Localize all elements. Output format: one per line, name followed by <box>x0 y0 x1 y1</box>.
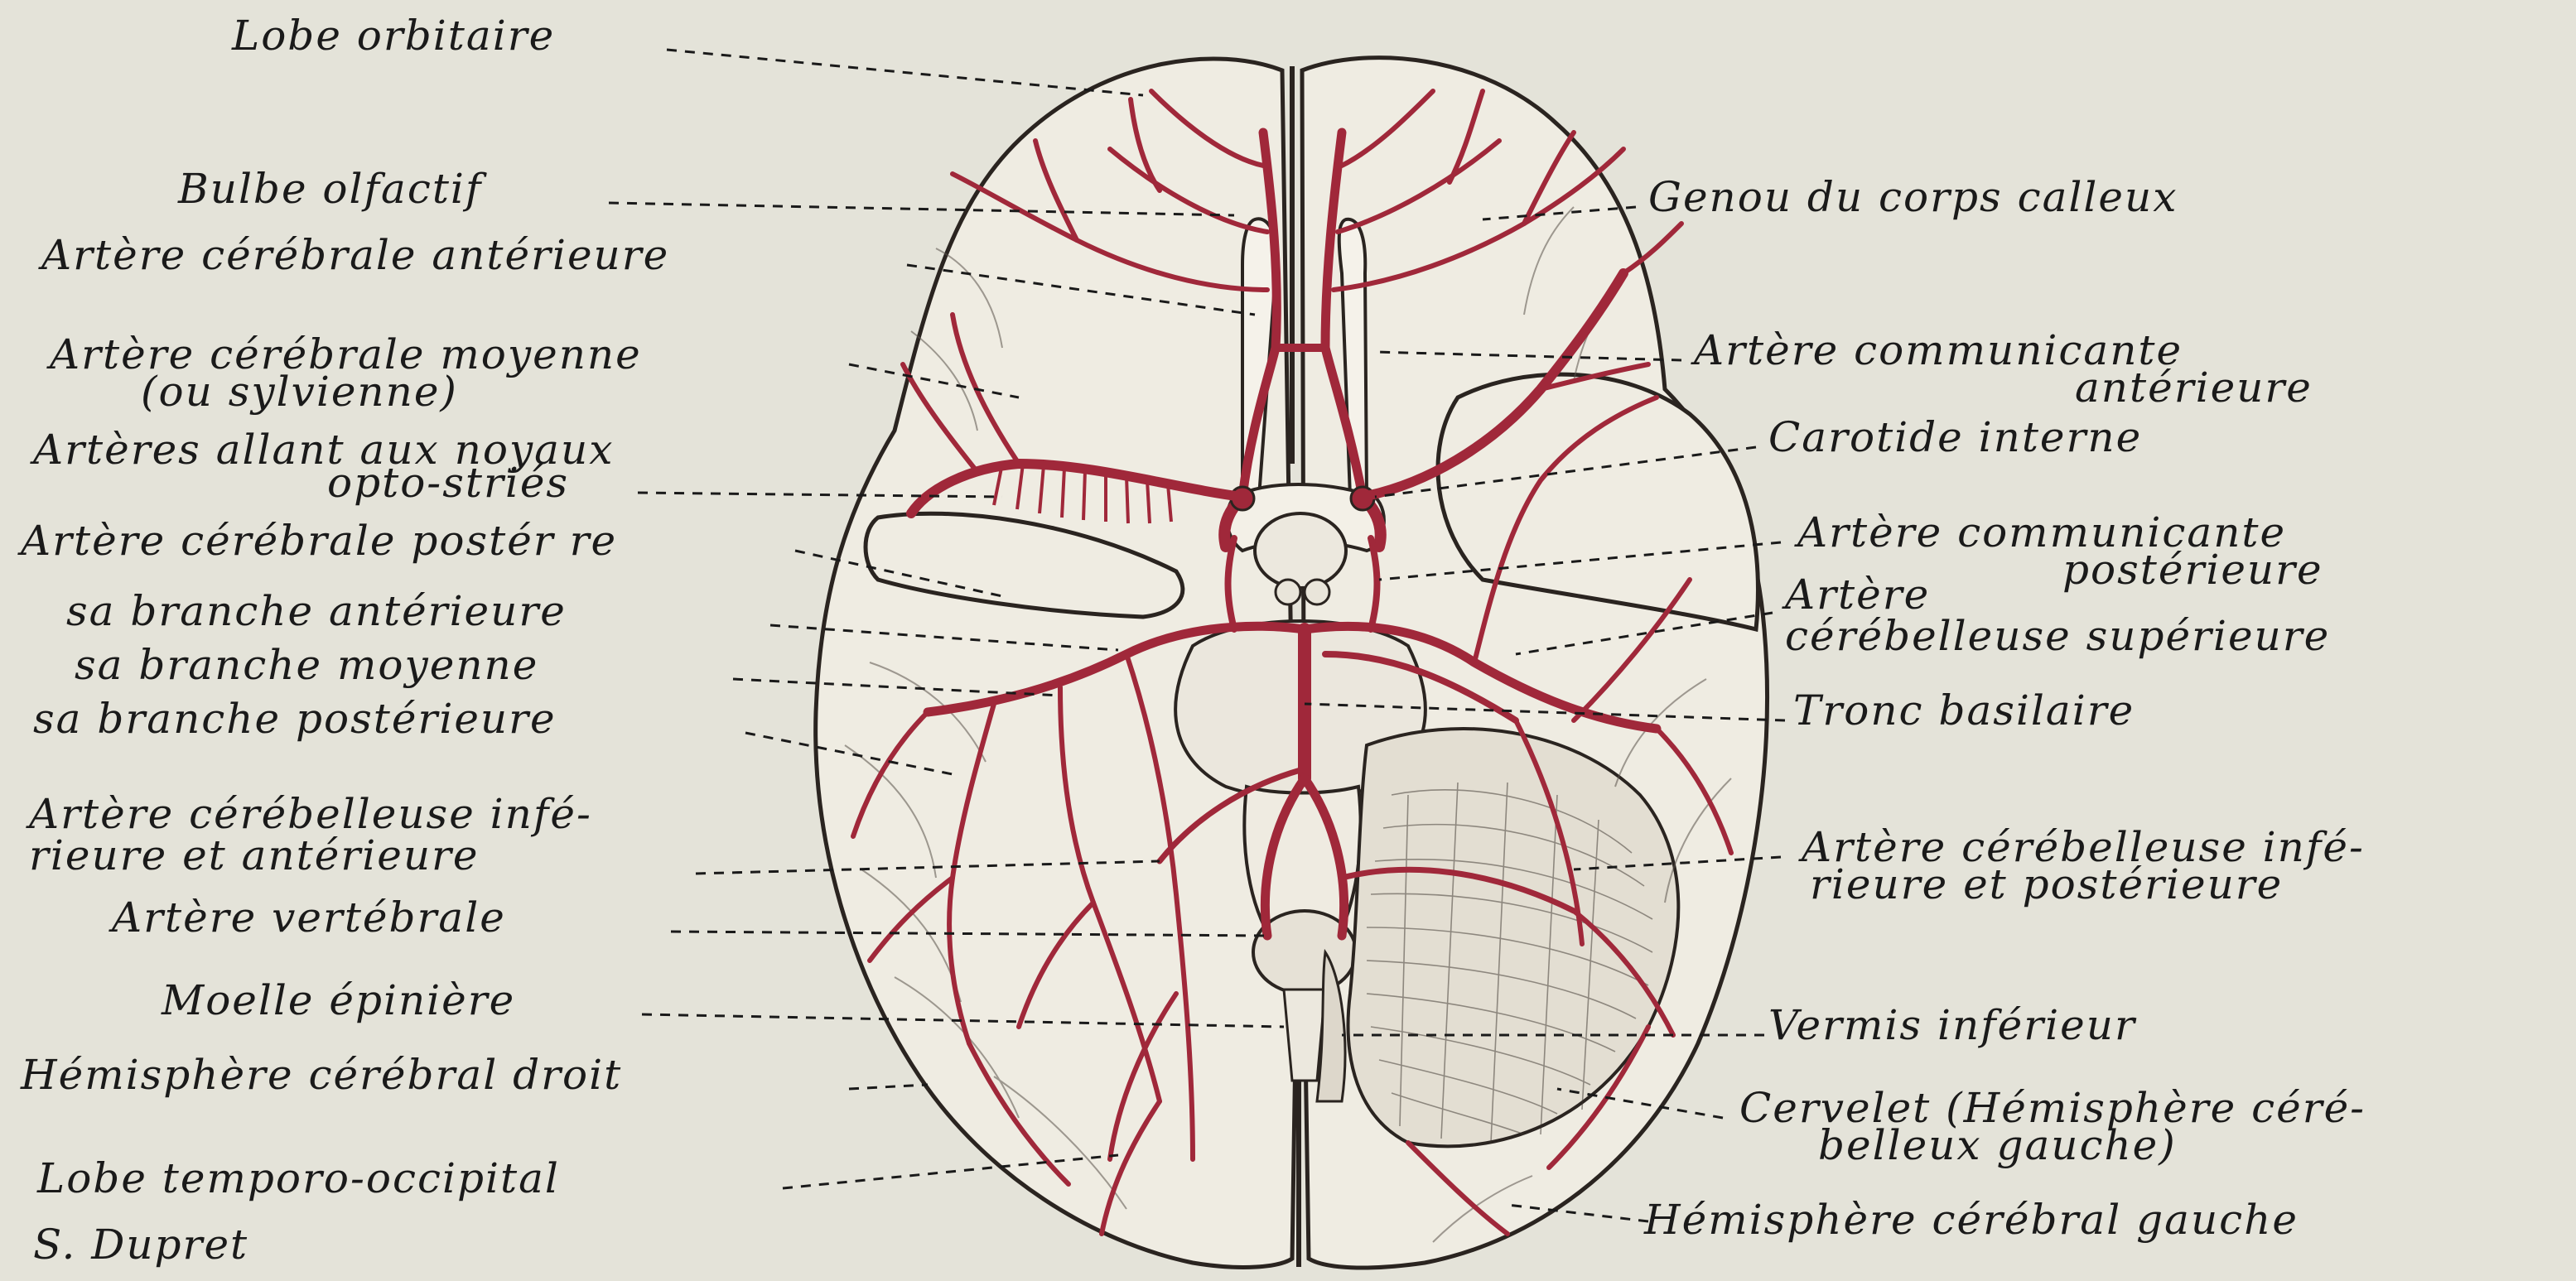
label-arteres-opto-stries-2: opto-striés <box>327 459 569 507</box>
label-genou-corps-calleux: Genou du corps calleux <box>1648 173 2178 221</box>
label-cerebelleuse-sup-2: cérébelleuse supérieure <box>1785 612 2330 660</box>
label-moelle-epiniere: Moelle épinière <box>161 976 515 1024</box>
label-bulbe-olfactif: Bulbe olfactif <box>177 165 487 213</box>
mammillary-body-2 <box>1305 580 1329 604</box>
label-branche-moyenne: sa branche moyenne <box>75 641 538 689</box>
label-cerebelleuse-inf-ant-2: rieure et antérieure <box>29 831 480 879</box>
label-hemisphere-gauche: Hémisphère cérébral gauche <box>1643 1196 2299 1244</box>
label-cerebelleuse-inf-post-2: rieure et postérieure <box>1810 860 2283 908</box>
label-carotide-interne: Carotide interne <box>1768 413 2142 461</box>
label-branche-posterieure: sa branche postérieure <box>33 695 557 743</box>
artist-signature: S. Dupret <box>33 1221 248 1269</box>
pituitary-stalk <box>1255 513 1346 588</box>
labels-left: Lobe orbitaire Bulbe olfactif Artère cér… <box>17 12 669 1202</box>
label-hemisphere-droit: Hémisphère cérébral droit <box>20 1051 622 1099</box>
label-sylvienne: (ou sylvienne) <box>141 368 458 416</box>
label-branche-anterieure: sa branche antérieure <box>66 587 567 635</box>
label-lobe-temporo-occipital: Lobe temporo-occipital <box>36 1154 560 1202</box>
label-tronc-basilaire: Tronc basilaire <box>1793 686 2135 734</box>
label-communicante-anterieure-2: antérieure <box>2075 364 2313 412</box>
label-artere-cerebrale-posterieure: Artère cérébrale postér re <box>17 517 617 565</box>
label-artere-cerebrale-anterieure: Artère cérébrale antérieure <box>38 231 669 279</box>
brain-illustration <box>816 58 1768 1268</box>
mammillary-body-1 <box>1276 580 1300 604</box>
label-vermis-inferieur: Vermis inférieur <box>1768 1001 2137 1049</box>
label-cervelet-2: belleux gauche) <box>1818 1121 2177 1169</box>
label-lobe-orbitaire: Lobe orbitaire <box>231 12 555 60</box>
label-communicante-posterieure-2: postérieure <box>2062 546 2323 594</box>
label-artere-vertebrale: Artère vertébrale <box>109 893 506 941</box>
